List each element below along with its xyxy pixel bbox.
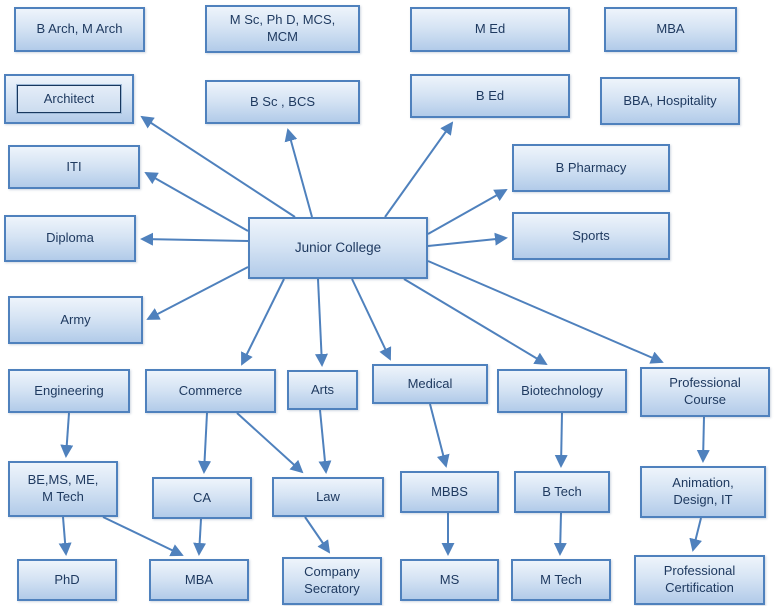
edge-commerce-ca (198, 412, 212, 474)
node-medical: Medical (372, 364, 488, 404)
architect-inner-box: Architect (16, 83, 122, 115)
node-label: Professional Certification (663, 563, 736, 595)
edge-biotechnology-b-tech (554, 412, 568, 468)
node-label: BBA, Hospitality (623, 92, 717, 108)
node-label: ITI (66, 158, 82, 174)
node-label: M Sc, Ph D, MCS, MCM (229, 12, 336, 44)
edge-professional-course-animation (696, 416, 710, 463)
node-ms: MS (400, 559, 499, 601)
edge-law-company-secratory (304, 516, 331, 554)
node-b-tech: B Tech (514, 471, 610, 513)
node-professional-course: Professional Course (640, 367, 770, 417)
node-label: Diploma (46, 230, 94, 246)
node-label: MBBS (431, 483, 468, 499)
node-label: Animation, Design, IT (672, 475, 734, 507)
node-label: Professional Course (669, 375, 741, 407)
node-label: MBA (656, 21, 685, 37)
node-label: MS (439, 571, 460, 587)
node-mba-top: MBA (604, 7, 737, 52)
edge-junior-college-b-pharmacy (427, 189, 508, 235)
node-label: B Sc , BCS (249, 93, 316, 109)
node-commerce: Commerce (145, 369, 276, 413)
node-label: Arts (310, 381, 335, 397)
node-phd: PhD (17, 559, 117, 601)
node-label: Junior College (294, 240, 382, 256)
edge-b-tech-m-tech (553, 512, 567, 556)
node-be-ms-me-mtech: BE,MS, ME, M Tech (8, 461, 118, 517)
node-b-ed: B Ed (410, 74, 570, 118)
edge-junior-college-medical (351, 278, 392, 361)
node-label: BE,MS, ME, M Tech (27, 472, 99, 504)
edge-junior-college-professional-course (427, 260, 664, 364)
node-mbbs: MBBS (400, 471, 499, 513)
node-ca: CA (152, 477, 252, 519)
node-label: Architect (43, 90, 95, 106)
node-label: Sports (572, 227, 610, 243)
edge-arts-law (318, 409, 332, 474)
node-label: MBA (184, 571, 214, 587)
node-professional-certification: Professional Certification (634, 555, 765, 605)
edge-medical-mbbs (429, 403, 450, 468)
node-sports: Sports (512, 212, 670, 260)
node-arts: Arts (287, 370, 358, 410)
node-bsc-bcs: B Sc , BCS (205, 80, 360, 124)
edge-animation-professional-certification (689, 517, 702, 552)
node-label: Army (60, 311, 91, 327)
edge-ca-mba (193, 518, 207, 556)
node-label: B Arch, M Arch (36, 21, 123, 37)
node-label: Engineering (34, 382, 104, 398)
edge-junior-college-architect (140, 115, 296, 218)
edge-junior-college-arts (314, 278, 328, 367)
node-label: B Ed (475, 87, 505, 103)
edge-commerce-law (236, 412, 304, 474)
node-m-tech: M Tech (511, 559, 611, 601)
node-label: M Tech (540, 571, 582, 587)
edge-junior-college-iti (144, 172, 249, 232)
node-label: PhD (54, 571, 80, 587)
node-label: Biotechnology (521, 382, 603, 398)
node-m-ed: M Ed (410, 7, 570, 52)
node-company-secratory: Company Secratory (282, 557, 382, 605)
edge-engineering-be-ms-me-mtech (60, 412, 74, 458)
node-law: Law (272, 477, 384, 517)
node-animation-design-it: Animation, Design, IT (640, 466, 766, 518)
node-label: Medical (407, 375, 453, 391)
node-diploma: Diploma (4, 215, 136, 262)
node-iti: ITI (8, 145, 140, 189)
node-label: B Tech (542, 483, 582, 499)
node-label: Law (316, 488, 340, 504)
node-label: Commerce (178, 382, 243, 398)
node-label: Company Secratory (304, 564, 360, 596)
node-b-pharmacy: B Pharmacy (512, 144, 670, 192)
node-b-arch-m-arch: B Arch, M Arch (14, 7, 145, 52)
edge-junior-college-bsc-bcs (284, 128, 313, 218)
node-label: B Pharmacy (555, 159, 627, 175)
node-mba-bottom: MBA (149, 559, 249, 601)
edge-be-ms-me-mtech-mba (102, 516, 184, 557)
node-label: M Ed (474, 21, 506, 37)
node-label: CA (192, 489, 212, 505)
edge-junior-college-biotechnology (403, 278, 548, 366)
edge-be-ms-me-mtech-phd (58, 516, 72, 556)
node-army: Army (8, 296, 143, 344)
node-biotechnology: Biotechnology (497, 369, 627, 413)
edge-junior-college-army (146, 266, 249, 320)
edge-junior-college-commerce (241, 278, 285, 366)
node-msc-phd-mcs-mcm: M Sc, Ph D, MCS, MCM (205, 5, 360, 53)
node-architect: Architect (4, 74, 134, 124)
node-engineering: Engineering (8, 369, 130, 413)
edge-junior-college-diploma (140, 232, 249, 246)
edge-junior-college-b-ed (384, 121, 454, 218)
node-bba-hospitality: BBA, Hospitality (600, 77, 740, 125)
node-junior-college: Junior College (248, 217, 428, 279)
edge-junior-college-sports (427, 232, 508, 247)
